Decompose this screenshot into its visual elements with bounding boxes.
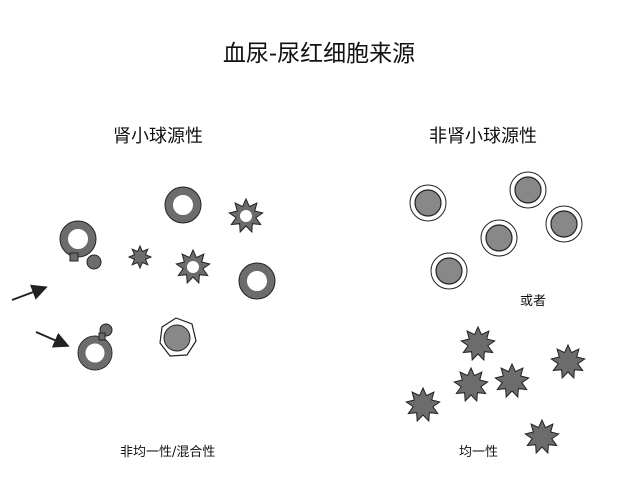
cell-crenated-2 [550,343,586,380]
isomorphic-caption: 均一性 [459,445,499,460]
cell-normal-4 [545,205,583,243]
cell-crenated-small [127,244,153,270]
cell-crenated-ring-2 [175,248,211,285]
cell-g1-top [59,220,102,270]
arrow-1 [11,284,48,301]
figure-title: 血尿-尿红细胞来源 [222,41,416,67]
cell-crenated-6 [524,418,560,455]
non-glomerular-heading: 非肾小球源性 [429,126,537,147]
dysmorphic-caption: 非均一性/混合性 [120,445,216,460]
cell-crenated-ring-1 [228,197,264,234]
cell-crenated-4 [494,362,530,399]
cell-normal-3 [480,219,518,257]
cell-crenated-1 [460,325,496,362]
cell-ring-top [164,186,202,224]
cell-normal-2 [509,171,547,209]
glomerular-heading: 肾小球源性 [113,126,203,147]
cell-crenated-3 [453,366,489,403]
cell-g1-bottom [77,323,113,371]
cell-normal-1 [409,184,447,222]
cell-crenated-5 [405,386,441,423]
cell-fragmented [159,317,197,357]
cell-ring-right [238,262,276,300]
or-label: 或者 [520,294,547,309]
cell-normal-5 [430,252,468,290]
arrow-2 [35,331,70,348]
